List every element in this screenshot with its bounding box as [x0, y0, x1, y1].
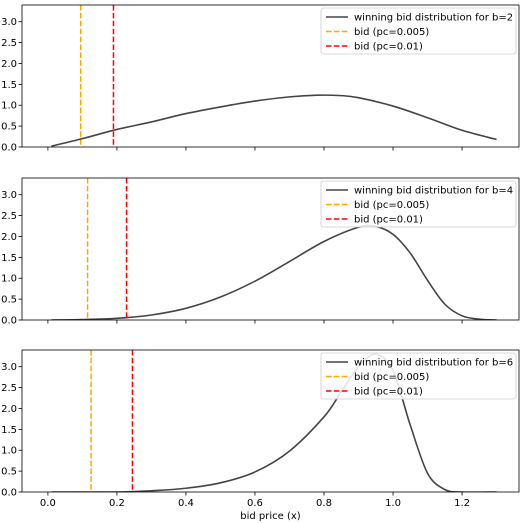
subplot-3: 0.0 0.5 1.0 1.5 2.0 2.5 3.0 0.0 0.2 0.4 0.6 0.8 1.0 1… — [1, 349, 520, 522]
legend-label: winning bid distribution for b=2 — [354, 13, 513, 24]
y-tick-label: 1.5 — [1, 80, 17, 91]
x-tick-label: 1.2 — [454, 498, 470, 509]
subplot-1: 0.0 0.5 1.0 1.5 2.0 2.5 3.0 winning bid distrib… — [1, 4, 520, 154]
x-tick-label: 0.8 — [316, 498, 332, 509]
y-tick-label: 1.0 — [1, 101, 17, 112]
legend-label: winning bid distribution for b=6 — [354, 358, 513, 369]
y-tick-label: 0.0 — [1, 488, 17, 499]
x-tick-label: 1.0 — [385, 498, 401, 509]
y-tick-label: 1.0 — [1, 446, 17, 457]
distribution-curve — [51, 224, 497, 320]
legend-label: bid (pc=0.01) — [354, 387, 423, 398]
y-tick-label: 0.5 — [1, 122, 17, 133]
y-tick-label: 2.5 — [1, 383, 17, 394]
x-tick-label: 0.0 — [40, 498, 56, 509]
legend-label: bid (pc=0.01) — [354, 215, 423, 226]
y-tick-label: 1.5 — [1, 425, 17, 436]
legend-label: bid (pc=0.005) — [354, 27, 429, 38]
axes-frame — [21, 177, 520, 321]
legend: winning bid distribution for b=6 bid (pc=… — [320, 352, 517, 400]
y-tick-label: 0.0 — [1, 143, 17, 154]
x-tick-label: 0.6 — [247, 498, 263, 509]
y-tick-label: 2.0 — [1, 59, 17, 70]
x-axis-label: bid price (x) — [240, 511, 301, 522]
y-tick-label: 1.0 — [1, 274, 17, 285]
legend-label: bid (pc=0.01) — [354, 42, 423, 53]
distribution-curve — [51, 94, 497, 147]
y-tick-label: 2.0 — [1, 232, 17, 243]
subplot-2: 0.0 0.5 1.0 1.5 2.0 2.5 3.0 winning bid distrib… — [1, 177, 520, 327]
legend-label: winning bid distribution for b=4 — [354, 186, 513, 197]
y-tick-label: 2.0 — [1, 404, 17, 415]
legend-label: bid (pc=0.005) — [354, 200, 429, 211]
legend-label: bid (pc=0.005) — [354, 372, 429, 383]
x-tick-label: 0.2 — [109, 498, 125, 509]
y-tick-label: 2.5 — [1, 211, 17, 222]
axes-frame — [21, 349, 520, 493]
y-tick-label: 3.0 — [1, 190, 17, 201]
y-tick-label: 3.0 — [1, 362, 17, 373]
y-tick-label: 0.5 — [1, 467, 17, 478]
y-tick-label: 0.5 — [1, 295, 17, 306]
y-tick-label: 2.5 — [1, 38, 17, 49]
y-tick-label: 0.0 — [1, 316, 17, 327]
legend: winning bid distribution for b=4 bid (pc=… — [320, 180, 517, 228]
y-tick-label: 3.0 — [1, 17, 17, 28]
y-tick-label: 1.5 — [1, 253, 17, 264]
x-tick-label: 0.4 — [178, 498, 194, 509]
legend-box — [320, 352, 517, 400]
legend: winning bid distribution for b=2 bid (pc=… — [320, 7, 517, 55]
legend-box — [320, 7, 517, 55]
axes-frame — [21, 4, 520, 148]
legend-box — [320, 180, 517, 228]
